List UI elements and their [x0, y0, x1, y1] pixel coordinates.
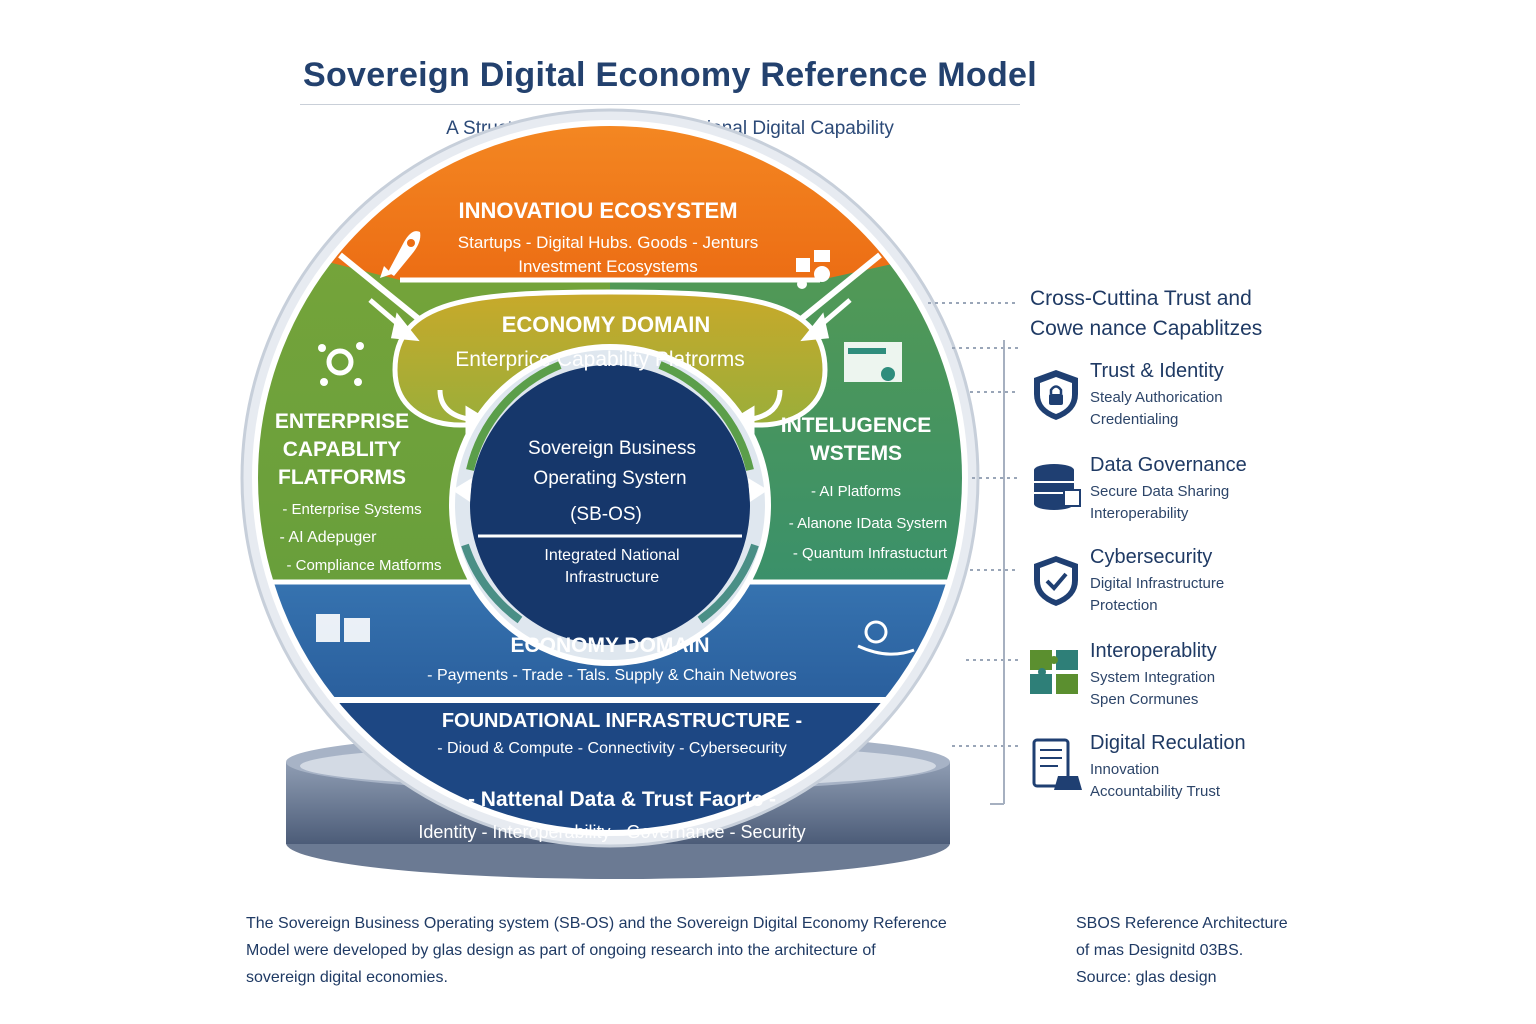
- core-sub-1: Integrated National: [544, 547, 679, 564]
- capability-desc-line: Digital Infrastructure: [1090, 575, 1225, 592]
- base-title: - Nattenal Data & Trust Faortc -: [468, 788, 776, 811]
- foundational-title: FOUNDATIONAL INFRASTRUCTURE -: [442, 710, 802, 732]
- core-sbos: [449, 344, 771, 666]
- enterprise-title-1: ENTERPRISE: [275, 410, 409, 433]
- capability-title: Cybersecurity: [1090, 546, 1213, 568]
- supply-network-icon: [857, 620, 915, 656]
- footer-line: Model were developed by glas design as p…: [246, 942, 876, 959]
- capability-desc-line: Stealy Authorication: [1090, 389, 1223, 406]
- innovation-line2: Investment Ecosystems: [518, 257, 698, 276]
- base-line1: Identity - Interoperability - Governance…: [418, 822, 805, 842]
- page-title: Sovereign Digital Economy Reference Mode…: [302, 56, 1038, 94]
- title-divider: [300, 104, 1020, 105]
- core-sub-2: Infrastructure: [565, 569, 659, 586]
- document-icon: [1032, 738, 1082, 790]
- capability-desc-line: Spen Cormunes: [1090, 691, 1199, 708]
- intelligence-item-3: - Quantum Infrastucturt: [793, 545, 948, 562]
- capability-desc-line: Interoperability: [1090, 505, 1189, 522]
- capability-data-governance: Data Governance Secure Data Sharing Inte…: [1028, 454, 1348, 538]
- footer-credit: The Sovereign Business Operating system …: [246, 910, 1076, 991]
- capability-cybersecurity: Cybersecurity Digital Infrastructure Pro…: [1028, 546, 1348, 630]
- capability-desc: Innovation Accountability Trust: [1090, 759, 1350, 803]
- rocket-icon: [380, 231, 421, 278]
- capability-title: Digital Reculation: [1090, 732, 1246, 754]
- panel-title-line2: Cowe nance Capablitzes: [1030, 317, 1263, 340]
- capability-desc: System Integration Spen Cormunes: [1090, 667, 1350, 711]
- enterprise-title-3: FLATFORMS: [278, 466, 406, 489]
- database-icon: [1034, 464, 1081, 510]
- economy-top-line1: Enterprice Capability Platrorms: [455, 348, 744, 371]
- dashboard-icon: [844, 342, 902, 382]
- capability-interoperability: Interoperablity System Integration Spen …: [1028, 640, 1348, 724]
- intelligence-item-1: - AI Platforms: [811, 483, 901, 500]
- capability-desc: Digital Infrastructure Protection: [1090, 573, 1350, 617]
- intelligence-title-1: INTELUGENCE: [781, 414, 932, 437]
- capability-title: Trust & Identity: [1090, 360, 1224, 382]
- footer-source: SBOS Reference Architecture of mas Desig…: [1076, 910, 1316, 991]
- shield-check-icon: [1034, 556, 1078, 606]
- capability-desc-line: Accountability Trust: [1090, 783, 1221, 800]
- ecosystem-icon: [796, 250, 830, 289]
- capability-title: Data Governance: [1090, 454, 1247, 476]
- network-gear-icon: [318, 342, 364, 386]
- core-title-3: (SB-OS): [570, 504, 642, 525]
- panel-connectors: [928, 302, 1018, 747]
- economy-bottom-title: ECONOMY DOMAIN: [510, 634, 709, 657]
- footer-line: Source: glas design: [1076, 969, 1217, 986]
- capability-desc-line: System Integration: [1090, 669, 1216, 686]
- capability-desc: Stealy Authorication Credentialing: [1090, 387, 1350, 431]
- economy-bottom-line1: - Payments - Trade - Tals. Supply & Chai…: [427, 667, 797, 684]
- core-title-2: Operating Systern: [533, 468, 686, 489]
- capability-desc-line: Protection: [1090, 597, 1158, 614]
- puzzle-icon: [1030, 650, 1078, 694]
- innovation-title: INNOVATIOU ECOSYSTEM: [458, 198, 737, 223]
- devices-icon: [316, 614, 370, 642]
- shield-lock-icon: [1034, 370, 1078, 420]
- capability-desc-line: Secure Data Sharing: [1090, 483, 1230, 500]
- capability-desc: Secure Data Sharing Interoperability: [1090, 481, 1350, 525]
- footer-line: The Sovereign Business Operating system …: [246, 915, 947, 932]
- economy-top-title: ECONOMY DOMAIN: [502, 312, 711, 337]
- panel-title-line1: Cross-Cuttina Trust and: [1030, 287, 1252, 310]
- capability-title: Interoperablity: [1090, 640, 1217, 662]
- innovation-line1: Startups - Digital Hubs. Goods - Jenturs: [458, 233, 758, 252]
- capability-digital-regulation: Digital Reculation Innovation Accountabi…: [1028, 732, 1348, 816]
- enterprise-item-3: - Compliance Matforms: [286, 557, 441, 574]
- enterprise-title-2: CAPABLITY: [283, 438, 402, 461]
- capability-desc-line: Credentialing: [1090, 411, 1179, 428]
- panel-title: Cross-Cuttina Trust and Cowe nance Capab…: [1030, 284, 1330, 344]
- intelligence-item-2: - Alanone IData Systern: [789, 515, 947, 532]
- foundational-line1: - Dioud & Compute - Connectivity - Cyber…: [437, 740, 786, 757]
- footer-line: SBOS Reference Architecture: [1076, 915, 1288, 932]
- enterprise-item-1: - Enterprise Systems: [282, 501, 421, 518]
- footer-line: of mas Designitd 03BS.: [1076, 942, 1244, 959]
- footer-line: sovereign digital economies.: [246, 969, 448, 986]
- core-title-1: Sovereign Business: [528, 438, 696, 459]
- capability-trust-identity: Trust & Identity Stealy Authorication Cr…: [1028, 360, 1348, 444]
- capability-desc-line: Innovation: [1090, 761, 1160, 778]
- intelligence-title-2: WSTEMS: [810, 442, 902, 465]
- enterprise-item-2: - AI Adepuger: [280, 529, 378, 546]
